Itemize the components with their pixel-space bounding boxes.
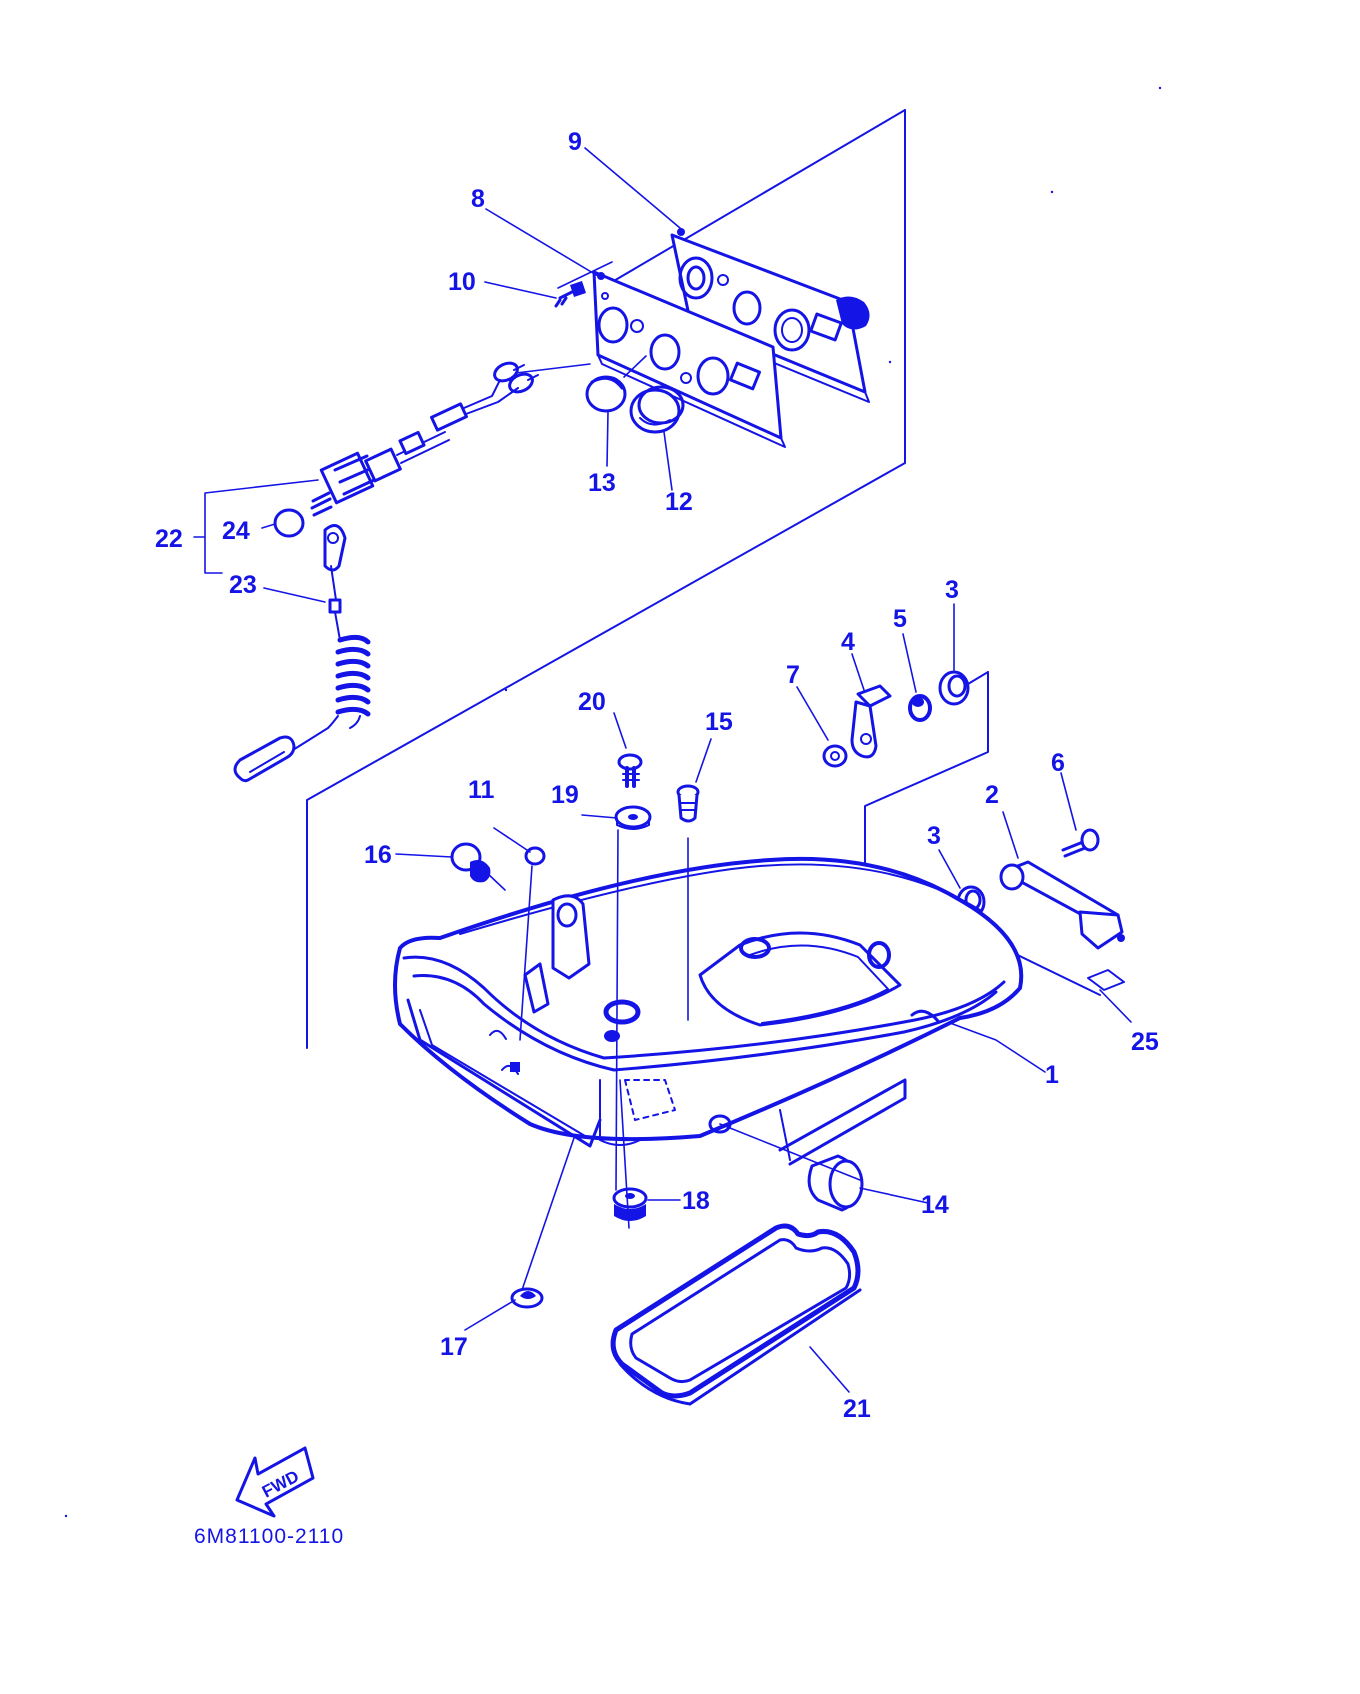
handle-part-2: [999, 860, 1125, 950]
callout-3-lower: 3: [927, 822, 941, 850]
nut-part-5: [908, 694, 932, 722]
callout-6: 6: [1051, 749, 1065, 777]
callout-8: 8: [471, 185, 485, 213]
grommet-part-3-upper: [938, 670, 970, 706]
leader-lines: [193, 147, 1132, 1393]
switch-cap-part-24: [273, 508, 305, 538]
callout-19: 19: [551, 781, 579, 809]
bracket-part-4: [850, 684, 892, 759]
plug-part-14: [807, 1154, 864, 1212]
callout-14: 14: [921, 1191, 949, 1219]
bottom-cowling-part-1: [393, 856, 1024, 1166]
upper-boundary-top-line: [611, 109, 906, 283]
callout-22: 22: [155, 525, 183, 553]
rear-panel-part: [670, 228, 870, 403]
callout-5: 5: [893, 605, 907, 633]
callout-7: 7: [786, 661, 800, 689]
callout-10: 10: [448, 268, 476, 296]
lanyard-part-23: [233, 524, 371, 783]
callout-12: 12: [665, 488, 693, 516]
callout-25: 25: [1131, 1028, 1159, 1056]
decal-part-25: [1087, 969, 1125, 991]
scan-specks: [64, 86, 1162, 1518]
washer-part-19: [614, 805, 652, 830]
stop-switch-part: [310, 361, 539, 517]
callout-11: 11: [468, 776, 495, 804]
front-plate-part: [592, 270, 786, 448]
screw-part-10: [554, 281, 586, 308]
plug-part-13: [585, 375, 627, 413]
callout-18: 18: [682, 1187, 710, 1215]
fitting-part-16: [450, 842, 491, 883]
nut-part-7: [822, 744, 848, 768]
gasket-part-21: [610, 1223, 862, 1406]
callout-17: 17: [440, 1333, 468, 1361]
upper-boundary-line: [306, 109, 906, 1049]
diagram-code: 6M81100-2110: [194, 1525, 344, 1548]
grommet-part-18: [612, 1187, 648, 1221]
callout-9: 9: [568, 128, 582, 156]
callout-20: 20: [578, 688, 606, 716]
bolt-part-6: [1061, 828, 1100, 858]
callout-13: 13: [588, 469, 616, 497]
plug-part-12: [629, 385, 685, 434]
callout-21: 21: [843, 1395, 871, 1423]
callout-24: 24: [222, 517, 250, 545]
grommet-part-15: [676, 784, 700, 823]
bolt-part-20: [617, 753, 643, 788]
callout-4: 4: [841, 628, 855, 656]
callout-3-upper: 3: [945, 576, 959, 604]
forward-arrow-icon: FWD: [235, 1446, 315, 1518]
callout-labels: 1 2 3 3 4 5 6 7 8 9 10 11 12 13 14 15 16…: [155, 128, 1159, 1423]
clip-part-17: [510, 1287, 544, 1309]
callout-1: 1: [1045, 1061, 1059, 1089]
callout-2: 2: [985, 781, 999, 809]
callout-15: 15: [705, 708, 733, 736]
callout-16: 16: [364, 841, 392, 869]
lanyard-coil: [335, 634, 371, 717]
callout-23: 23: [229, 571, 257, 599]
